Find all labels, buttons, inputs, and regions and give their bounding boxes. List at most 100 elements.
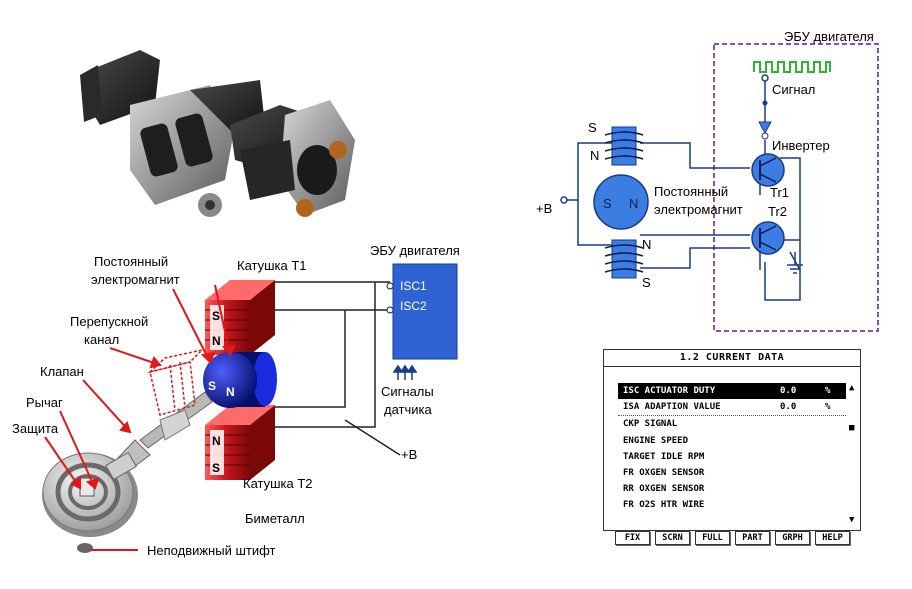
data-row[interactable]: TARGET IDLE RPM: [618, 449, 846, 465]
row-label: FR O2S HTR WIRE: [623, 500, 705, 511]
data-row[interactable]: ISA ADAPTION VALUE 0.0%: [618, 399, 846, 417]
signal-waveform: [753, 61, 831, 73]
data-row[interactable]: RR OXGEN SENSOR: [618, 481, 846, 497]
transistor-tr1: [751, 153, 785, 187]
data-row[interactable]: FR OXGEN SENSOR: [618, 465, 846, 481]
ground-symbol: [787, 252, 803, 274]
right-ecu-label: ЭБУ двигателя: [784, 29, 874, 44]
magnet-pole-s: S: [208, 379, 216, 393]
isc1-terminal: [386, 282, 394, 290]
function-key-full[interactable]: FULL: [695, 531, 730, 545]
signal-label: Сигнал: [772, 82, 815, 97]
sensor-signals-label-2: датчика: [384, 402, 432, 417]
row-label: ISC ACTUATOR DUTY: [623, 386, 716, 396]
row-label: RR OXGEN SENSOR: [623, 484, 705, 495]
junction-node: [762, 100, 768, 106]
coil-t2-pole-s: S: [212, 461, 220, 475]
row-unit: %: [825, 386, 831, 396]
function-key-help[interactable]: HELP: [815, 531, 850, 545]
row-label: ISA ADAPTION VALUE: [623, 402, 721, 413]
valve-unit-right: [230, 100, 355, 217]
row-label: FR OXGEN SENSOR: [623, 467, 705, 478]
wiring: [275, 281, 401, 456]
plus-b-terminal: [560, 196, 568, 204]
coil-t1-pole-n: N: [212, 334, 221, 348]
coil-upper: [604, 126, 644, 166]
isc1-label: ISC1: [400, 279, 427, 293]
bypass-channel: [147, 348, 205, 416]
inverter-label: Инвертер: [772, 138, 830, 153]
scanner-scrollbar[interactable]: ▲ ■ ▼: [847, 367, 860, 530]
scanner-title: 1.2 CURRENT DATA: [604, 350, 860, 367]
lever-label: Рычаг: [26, 395, 63, 410]
isc2-terminal: [386, 306, 394, 314]
row-label: TARGET IDLE RPM: [623, 451, 705, 462]
rotor-pole-s: S: [603, 196, 612, 211]
sensor-signals-label-1: Сигналы: [381, 384, 434, 399]
left-plus-b-label: +B: [401, 447, 417, 462]
idle-valve-photo: [80, 50, 355, 217]
fixed-pin-label: Неподвижный штифт: [147, 543, 276, 558]
permanent-magnet: S N: [203, 352, 277, 408]
data-row[interactable]: ENGINE SPEED: [618, 433, 846, 449]
rotor-pole-n: N: [629, 196, 638, 211]
lower-coil-pole-s: S: [642, 275, 651, 290]
current-data-list: ISC ACTUATOR DUTY 0.0% ISA ADAPTION VALUE 0…: [618, 383, 846, 514]
coil-t2-label: Катушка Т2: [243, 476, 313, 491]
lower-coil-pole-n: N: [642, 237, 651, 252]
bimetal-label: Биметалл: [245, 511, 305, 526]
bypass-label-2: канал: [84, 332, 119, 347]
coil-t2: N S: [205, 405, 275, 480]
row-value: 0.0: [780, 402, 797, 413]
function-key-scrn[interactable]: SCRN: [655, 531, 690, 545]
tr2-label: Tr2: [768, 204, 787, 219]
isc2-label: ISC2: [400, 299, 427, 313]
transistor-tr2: [751, 221, 785, 255]
right-magnet-label-1: Постоянный: [654, 184, 728, 199]
function-key-fix[interactable]: FIX: [615, 531, 650, 545]
row-label: CKP SIGNAL: [623, 419, 678, 430]
tr1-label: Tr1: [770, 185, 789, 200]
data-row[interactable]: FR O2S HTR WIRE: [618, 497, 846, 513]
row-unit: %: [825, 402, 831, 413]
data-row[interactable]: CKP SIGNAL: [618, 416, 846, 432]
right-magnet-label-2: электромагнит: [654, 202, 743, 217]
bypass-label-1: Перепускной: [70, 314, 148, 329]
upper-coil-pole-n: N: [590, 148, 599, 163]
function-key-grph[interactable]: GRPH: [775, 531, 810, 545]
rotor-magnet: S N: [593, 174, 649, 230]
inverter-symbol: [758, 121, 772, 140]
ecu-box: [392, 263, 458, 360]
upper-coil-pole-s: S: [588, 120, 597, 135]
magnet-label-2: электромагнит: [91, 272, 180, 287]
valve-label: Клапан: [40, 364, 84, 379]
left-ecu-label: ЭБУ двигателя: [370, 243, 460, 258]
sensor-signal-arrows: [392, 364, 418, 380]
guard-label: Защита: [12, 421, 59, 436]
ecu-dashed-box: [713, 43, 879, 332]
coil-lower: [604, 239, 644, 279]
magnet-label-1: Постоянный: [94, 254, 168, 269]
scroll-up-icon[interactable]: ▲: [849, 383, 855, 393]
bimetal-disc: [42, 451, 138, 553]
coil-t1-pole-s: S: [212, 309, 220, 323]
right-plus-b-label: +B: [536, 201, 552, 216]
coil-t2-pole-n: N: [212, 434, 221, 448]
magnet-pole-n: N: [226, 385, 235, 399]
left-diagram: S N N S S N: [12, 243, 460, 558]
valve-unit-left: [80, 50, 265, 217]
scroll-thumb-icon[interactable]: ■: [849, 423, 855, 433]
pointer-lines: [44, 284, 236, 551]
row-value: 0.0: [780, 386, 797, 396]
function-key-part[interactable]: PART: [735, 531, 770, 545]
coil-t1: S N: [205, 280, 275, 355]
right-circuit-diagram: S N ЭБУ двигателя Сигнал Инвертер Tr1 Tr…: [536, 29, 879, 332]
data-row[interactable]: ISC ACTUATOR DUTY 0.0%: [618, 383, 846, 400]
coil-t1-label: Катушка Т1: [237, 258, 307, 273]
scroll-down-icon[interactable]: ▼: [849, 515, 855, 525]
circuit-wiring: [565, 78, 801, 301]
signal-node: [761, 74, 769, 82]
row-label: ENGINE SPEED: [623, 435, 689, 446]
